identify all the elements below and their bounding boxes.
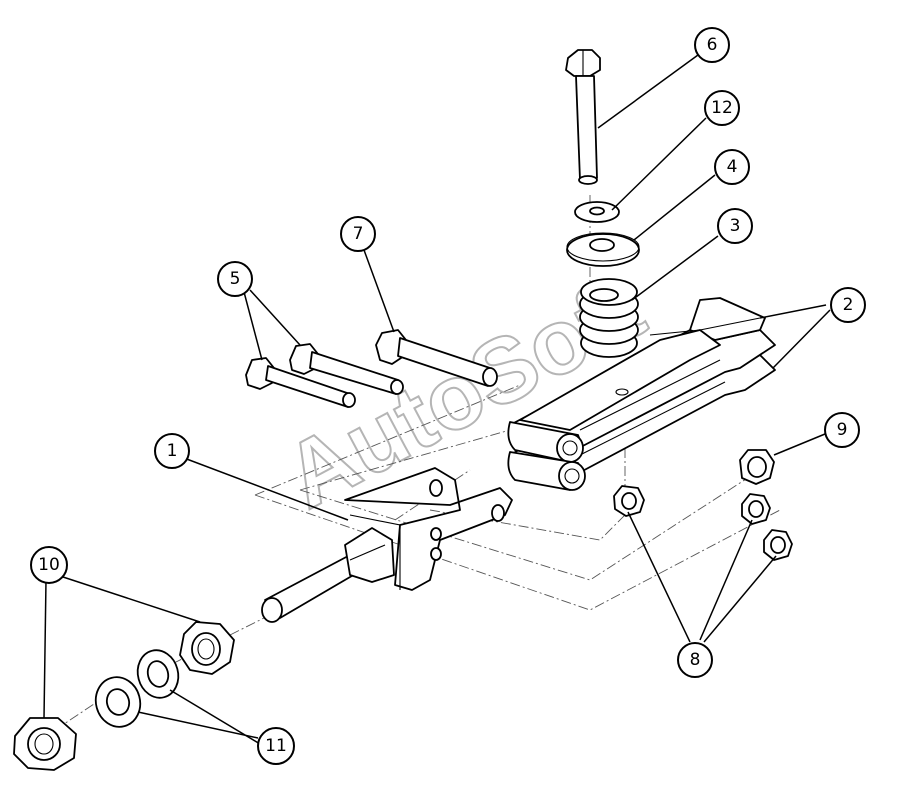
callout-10: 10 — [30, 546, 68, 584]
part-bolt-7 — [375, 329, 498, 387]
leader-lines — [43, 54, 831, 745]
part-axle-bracket — [261, 467, 513, 623]
svg-text:5: 5 — [230, 269, 241, 289]
svg-text:3: 3 — [730, 216, 741, 236]
callout-6: 6 — [694, 27, 730, 63]
svg-text:11: 11 — [265, 736, 287, 756]
callout-3: 3 — [717, 208, 753, 244]
svg-text:6: 6 — [707, 35, 718, 55]
part-nuts-8-9 — [613, 449, 793, 561]
svg-text:8: 8 — [690, 650, 701, 670]
part-washer-small — [574, 201, 620, 223]
callout-12: 12 — [704, 90, 740, 126]
part-washers-11 — [94, 649, 180, 728]
svg-text:7: 7 — [353, 224, 364, 244]
callout-7: 7 — [340, 216, 376, 252]
svg-text:1: 1 — [167, 441, 178, 461]
svg-text:2: 2 — [843, 295, 854, 315]
part-washer-large — [566, 232, 640, 267]
svg-text:4: 4 — [727, 157, 738, 177]
part-nut-10 — [13, 621, 235, 771]
part-leaf-spring — [507, 297, 776, 491]
callout-4: 4 — [714, 149, 750, 185]
callout-1: 1 — [154, 433, 190, 469]
svg-text:10: 10 — [38, 555, 60, 575]
callout-5: 5 — [217, 261, 253, 297]
callout-8: 8 — [677, 642, 713, 678]
callout-2: 2 — [830, 287, 866, 323]
callout-9: 9 — [824, 412, 860, 448]
svg-text:9: 9 — [837, 420, 848, 440]
callout-11: 11 — [257, 727, 295, 765]
part-spring — [579, 278, 639, 358]
svg-text:12: 12 — [711, 98, 733, 118]
part-bolt-long — [565, 49, 601, 185]
part-bolts-5 — [245, 343, 404, 408]
